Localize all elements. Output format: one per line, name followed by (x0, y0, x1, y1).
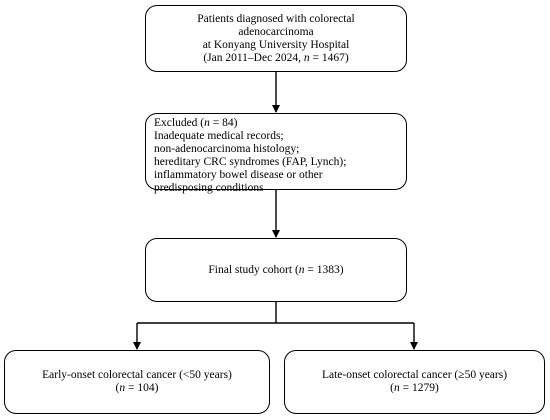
early-onset-count: (n = 104) (116, 382, 159, 395)
excluded-reason: predisposing conditions (154, 182, 264, 194)
late-onset-count: (n = 1279) (390, 382, 439, 395)
source-line-1: Patients diagnosed with colorectal (197, 12, 355, 25)
early-onset-suffix: = 104) (125, 382, 159, 394)
cohort-n-symbol: n (298, 263, 305, 276)
excluded-title-suffix: = 84) (209, 117, 238, 129)
source-period-line: (Jan 2011–Dec 2024, n = 1467) (203, 52, 348, 65)
excluded-n-symbol: n (204, 117, 210, 129)
cohort-prefix: Final study cohort ( (208, 263, 299, 276)
excluded-reason: inflammatory bowel disease or other (154, 169, 323, 181)
source-period-prefix: (Jan 2011–Dec 2024, (203, 51, 304, 64)
early-onset-prefix: ( (115, 382, 120, 394)
cohort-suffix: = 1383) (304, 263, 344, 276)
early-onset-n-symbol: n (119, 382, 126, 394)
source-population-box: Patients diagnosed with colorectal adeno… (145, 5, 407, 72)
source-n-symbol: n (303, 51, 310, 64)
late-onset-prefix: ( (390, 382, 394, 394)
excluded-title: Excluded (n = 84) (154, 117, 406, 130)
early-onset-box: Early-onset colorectal cancer (<50 years… (4, 350, 270, 414)
excluded-reason: Inadequate medical records; (154, 130, 284, 142)
source-period-suffix: = 1467) (309, 51, 349, 64)
late-onset-label: Late-onset colorectal cancer (≥50 years) (321, 369, 508, 381)
excluded-box: Excluded (n = 84) Inadequate medical rec… (145, 113, 407, 194)
source-line-3: at Konyang University Hospital (202, 38, 350, 51)
late-onset-n-symbol: n (394, 382, 400, 394)
early-onset-label: Early-onset colorectal cancer (<50 years… (42, 369, 232, 381)
final-cohort-box: Final study cohort (n = 1383) (145, 238, 407, 302)
excluded-reason: non-adenocarcinoma histology; (154, 143, 300, 155)
source-line-2: adenocarcinoma (238, 25, 314, 38)
excluded-title-prefix: Excluded ( (154, 117, 205, 129)
excluded-reason: hereditary CRC syndromes (FAP, Lynch); (154, 156, 347, 168)
late-onset-box: Late-onset colorectal cancer (≥50 years)… (284, 350, 545, 414)
final-cohort-label: Final study cohort (n = 1383) (208, 264, 343, 277)
late-onset-suffix: = 1279) (399, 382, 439, 394)
